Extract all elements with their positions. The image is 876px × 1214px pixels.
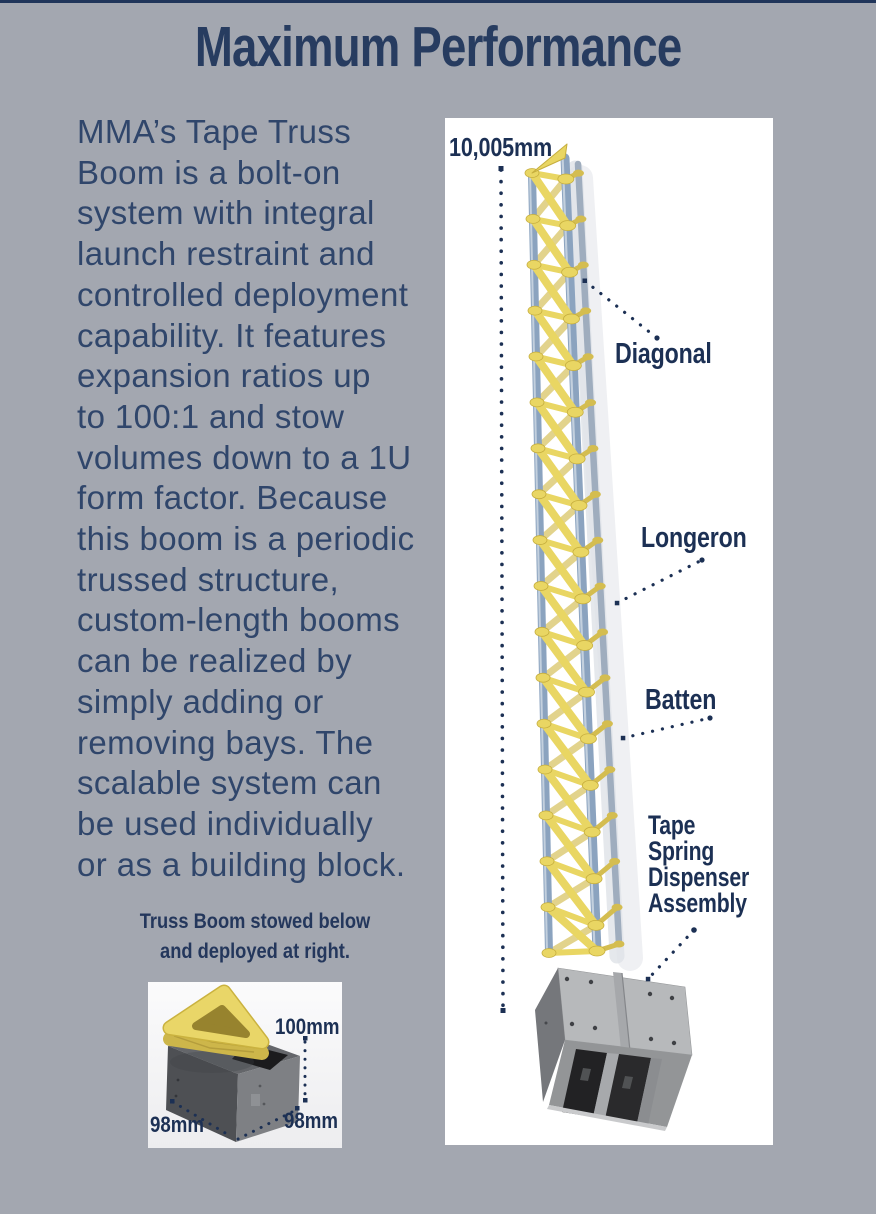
truss-structure	[524, 143, 643, 971]
width-measure-line	[236, 1107, 300, 1141]
label-dispenser-assembly: Tape Spring Dispenser Assembly	[648, 810, 750, 918]
depth-measure-line	[171, 1100, 234, 1139]
stowed-caption: Truss Boom stowed below and deployed at …	[139, 909, 371, 963]
stowed-dimension-lines	[171, 1040, 307, 1141]
dispenser-box	[535, 967, 693, 1131]
top-rule-divider	[0, 0, 876, 3]
intro-paragraph: MMA’s Tape Truss Boom is a bolt-on syste…	[77, 113, 415, 883]
longeron-leader-line	[615, 558, 704, 605]
label-batten: Batten	[645, 684, 717, 716]
stowed-coil	[162, 984, 270, 1073]
stowed-figure: 100mm 98mm 98mm	[148, 982, 342, 1148]
batten-leader-line	[621, 716, 712, 740]
dispenser-leader-line	[646, 928, 696, 981]
measure-endpoints	[170, 1036, 308, 1111]
length-label: 10,005mm	[449, 132, 553, 162]
leader-endpoints	[498, 166, 713, 1013]
stowed-render-svg	[162, 984, 308, 1142]
deployed-panel: 10,005mm Diagonal Longeron Batten Tape S…	[445, 118, 773, 1145]
label-diagonal: Diagonal	[615, 338, 712, 370]
length-measure-line	[499, 168, 505, 1013]
header: Maximum Performance	[0, 14, 876, 80]
page-title: Maximum Performance	[194, 15, 682, 79]
label-longeron: Longeron	[641, 522, 747, 554]
dim-width-label: 98mm	[284, 1108, 339, 1133]
boom-illustration	[498, 143, 713, 1131]
leader-lines	[499, 168, 712, 1013]
dim-depth-label: 98mm	[150, 1112, 205, 1137]
dim-height-label: 100mm	[275, 1014, 340, 1039]
